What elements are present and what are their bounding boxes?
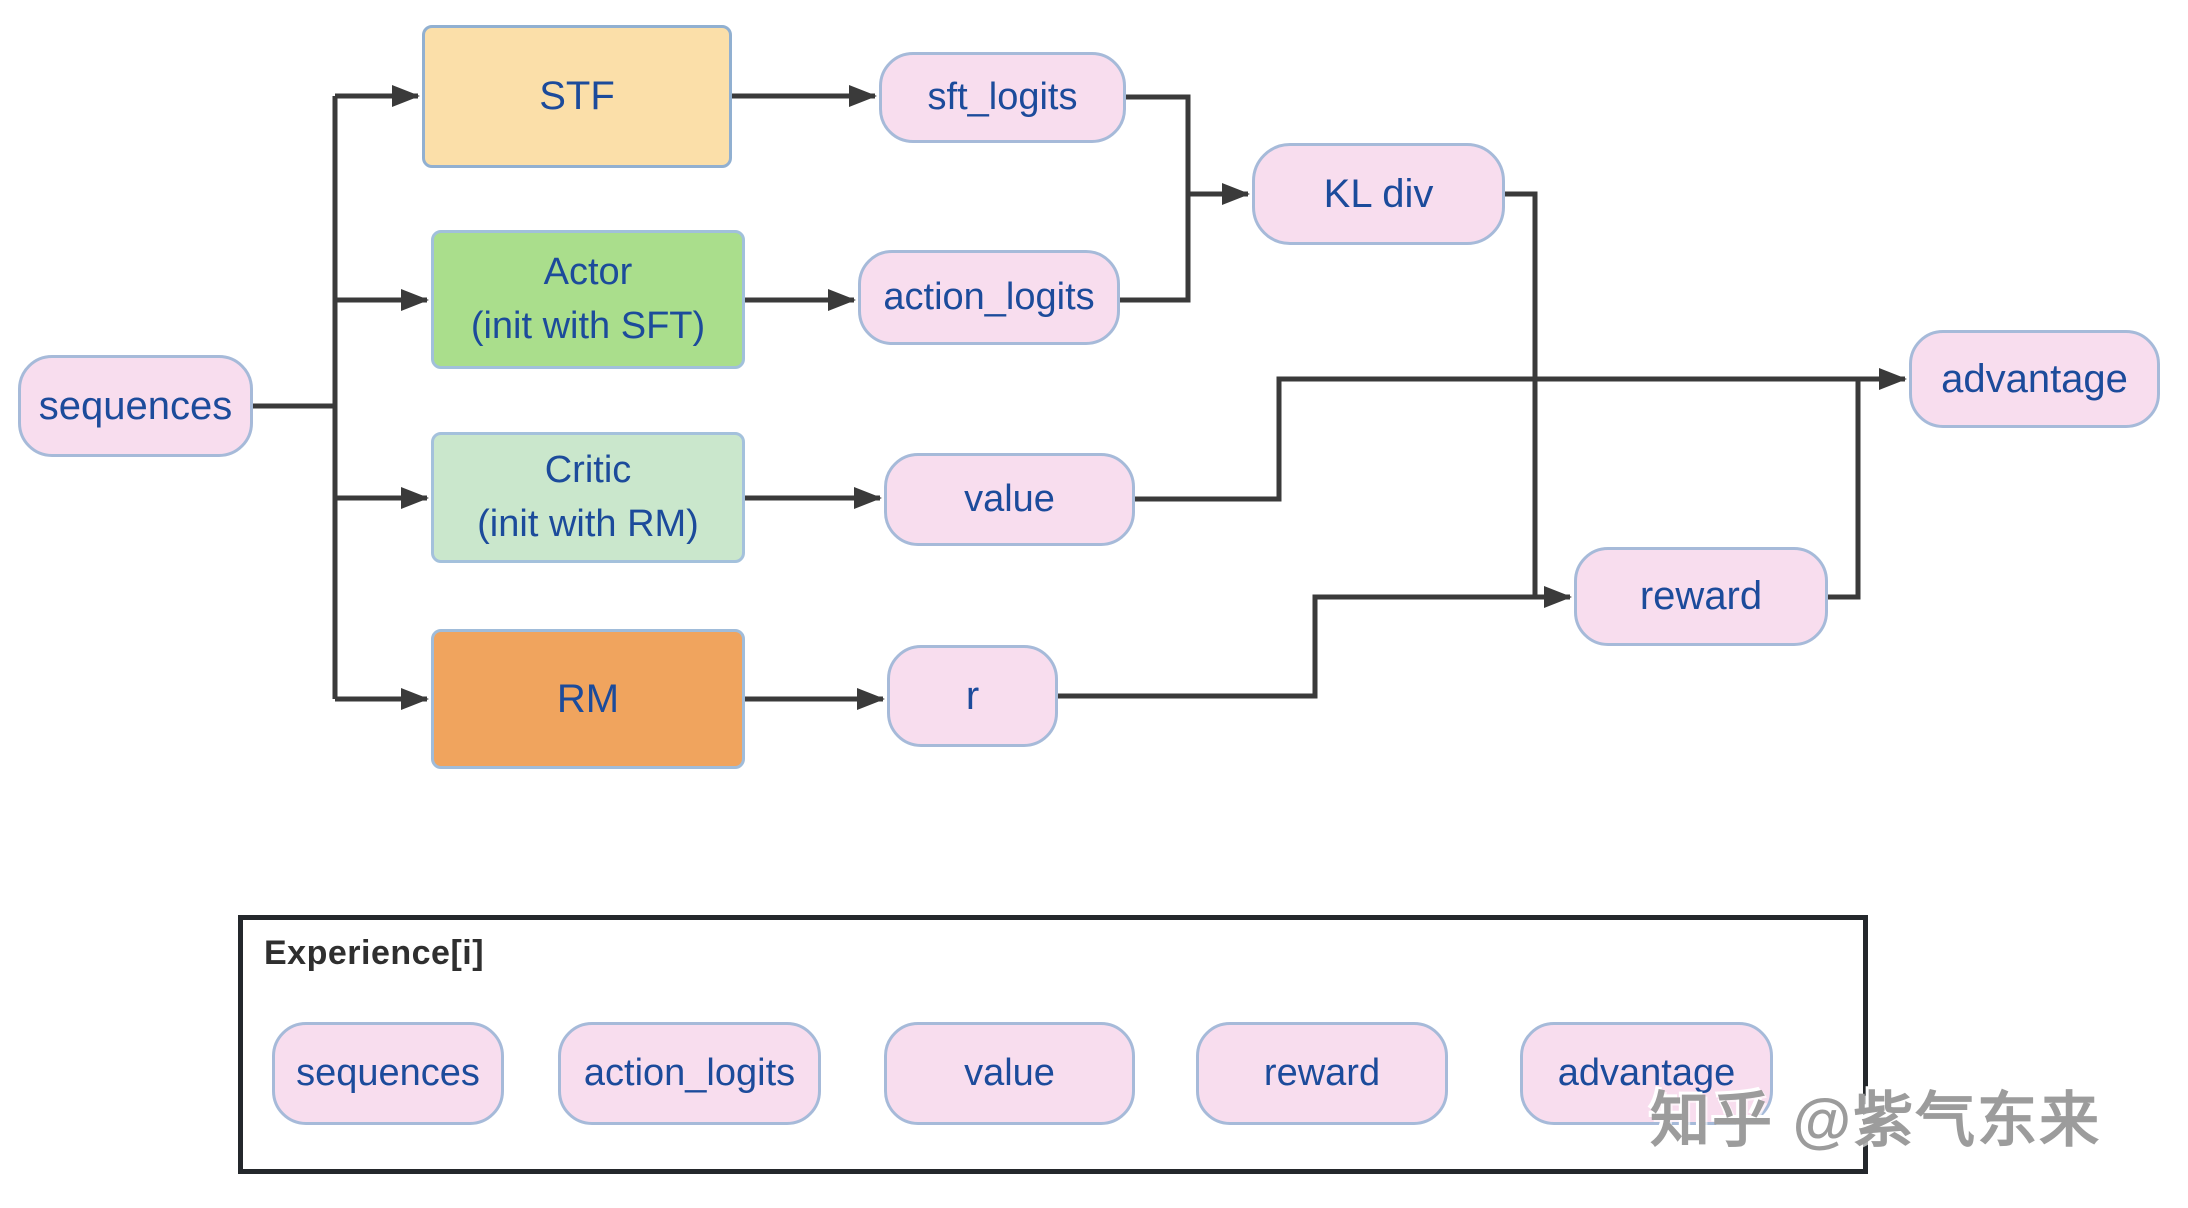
- node-sequences: sequences: [18, 355, 253, 457]
- node-rm: RM: [431, 629, 745, 769]
- edge-r-reward: [1058, 586, 1572, 699]
- experience-item-reward: reward: [1196, 1022, 1448, 1125]
- experience-item-advantage: advantage: [1520, 1022, 1773, 1125]
- node-action-logits: action_logits: [858, 250, 1120, 345]
- edge-value-advantage: [1135, 368, 1907, 502]
- node-critic: Critic (init with RM): [431, 432, 745, 563]
- node-critic-label: Critic: [544, 448, 632, 491]
- edge-actionlogits-kldiv: [1120, 194, 1191, 303]
- edge-sftlogits-kldiv: [1126, 94, 1250, 205]
- node-stf: STF: [422, 25, 732, 168]
- node-actor-label: Actor: [543, 250, 633, 293]
- edge-kldiv-reward: [1505, 191, 1538, 597]
- experience-item-sequences: sequences: [272, 1022, 504, 1125]
- node-value: value: [884, 453, 1135, 546]
- node-r: r: [887, 645, 1058, 747]
- edge-reward-advantage: [1828, 379, 1861, 600]
- node-kl-div: KL div: [1252, 143, 1505, 245]
- node-actor-sublabel: (init with SFT): [470, 304, 706, 347]
- watermark: 知乎 @紫气东来: [1650, 1087, 2102, 1154]
- experience-title: Experience[i]: [264, 934, 485, 972]
- experience-box: [238, 915, 1868, 1174]
- node-reward: reward: [1574, 547, 1828, 646]
- node-critic-sublabel: (init with RM): [477, 502, 699, 545]
- experience-item-value: value: [884, 1022, 1135, 1125]
- node-actor: Actor (init with SFT): [431, 230, 745, 369]
- experience-item-action-logits: action_logits: [558, 1022, 821, 1125]
- node-sft-logits: sft_logits: [879, 52, 1126, 143]
- node-advantage: advantage: [1909, 330, 2160, 428]
